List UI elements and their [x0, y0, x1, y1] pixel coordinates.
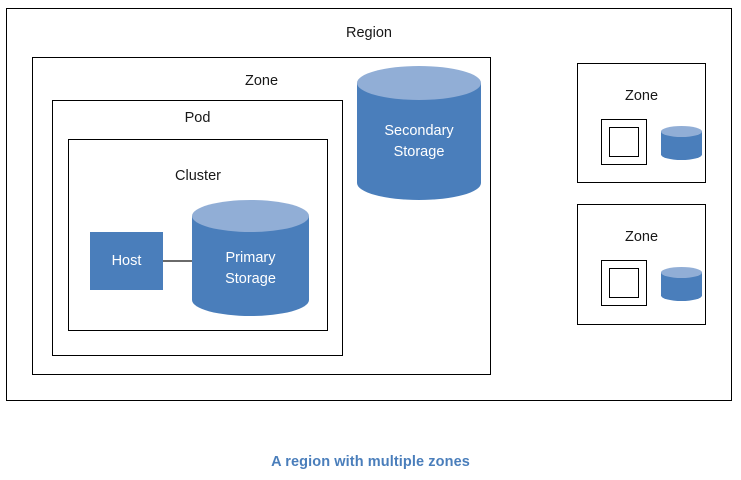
secondary-storage-label: Secondary Storage — [384, 123, 454, 161]
cylinder-top-ellipse — [661, 267, 702, 278]
cluster-container-mini-2[interactable] — [609, 127, 639, 157]
cluster-label: Cluster — [175, 168, 221, 184]
zone-label-2: Zone — [624, 88, 659, 104]
cylinder-top-ellipse — [192, 200, 309, 232]
zone-container-3[interactable]: Zone — [577, 204, 706, 325]
pod-label: Pod — [184, 110, 211, 126]
primary-storage-label: Primary Storage — [225, 250, 276, 288]
zone-label-3: Zone — [624, 229, 659, 245]
diagram-caption: A region with multiple zones — [271, 454, 470, 470]
region-container[interactable]: Region — [6, 8, 732, 401]
pod-container-mini-2[interactable] — [601, 119, 647, 165]
zone-label-main: Zone — [244, 73, 279, 89]
primary-storage-cylinder-mini-2[interactable] — [661, 126, 702, 160]
zone-container-main[interactable]: Zone — [32, 57, 491, 375]
region-label: Region — [346, 25, 392, 41]
host-label: Host — [111, 252, 142, 269]
primary-storage-cylinder[interactable]: Primary Storage — [192, 200, 309, 316]
zone-container-2[interactable]: Zone — [577, 63, 706, 183]
secondary-storage-cylinder[interactable]: Secondary Storage — [357, 66, 481, 200]
cylinder-top-ellipse — [661, 126, 702, 137]
pod-container-mini-3[interactable] — [601, 260, 647, 306]
primary-storage-cylinder-mini-3[interactable] — [661, 267, 702, 301]
cylinder-top-ellipse — [357, 66, 481, 100]
cluster-container-mini-3[interactable] — [609, 268, 639, 298]
host-node[interactable]: Host — [90, 232, 163, 290]
host-to-primary-storage-connector — [163, 260, 193, 262]
pod-container[interactable]: Pod — [52, 100, 343, 356]
cluster-container[interactable]: Cluster — [68, 139, 328, 331]
